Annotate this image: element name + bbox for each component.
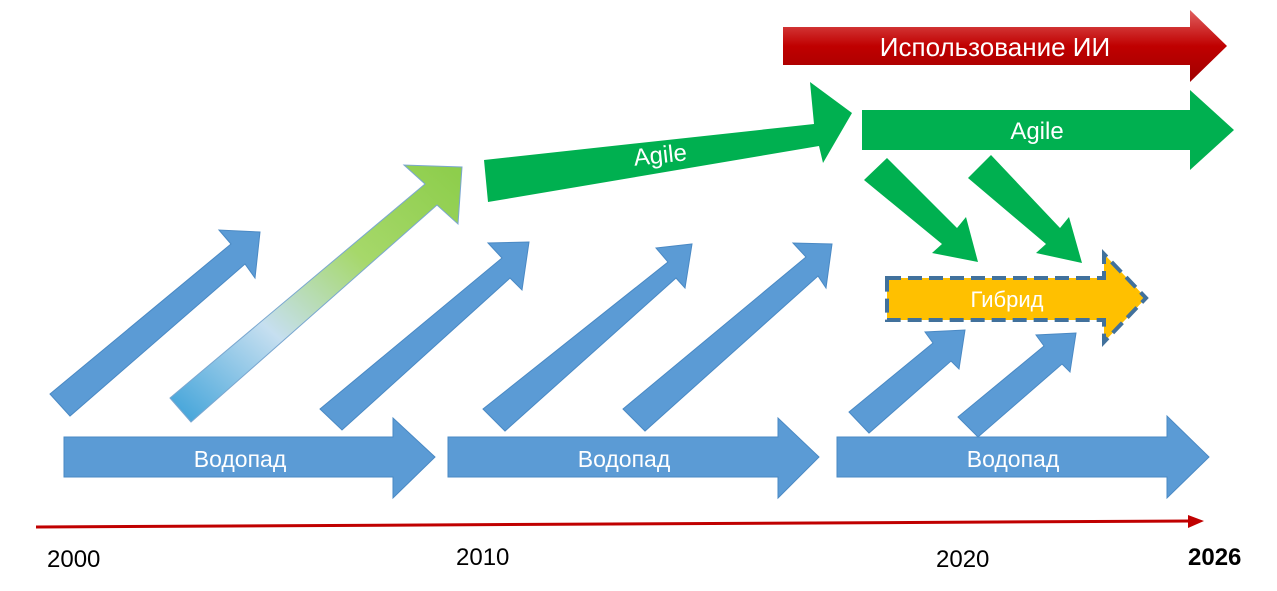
year-label-2000: 2000 — [47, 546, 101, 573]
transition-gradient-arrow — [169, 164, 463, 423]
blue-diagonal-arrow-1 — [49, 229, 261, 417]
green-down-arrow-1 — [864, 158, 978, 262]
year-label-2020: 2020 — [936, 546, 990, 573]
agile-arrow-sloped — [484, 82, 852, 202]
waterfall-arrow-3 — [836, 414, 1210, 500]
blue-diagonal-arrow-6 — [957, 332, 1077, 438]
timeline-arrowhead — [1188, 515, 1204, 528]
waterfall-arrow-1 — [63, 416, 436, 500]
year-label-2010: 2010 — [456, 544, 510, 571]
waterfall-label-1: Водопад — [194, 446, 287, 472]
waterfall-label-3: Водопад — [967, 446, 1060, 472]
agile-label-sloped: Agile — [632, 139, 688, 171]
waterfall-label-2: Водопад — [578, 446, 671, 472]
blue-diagonal-arrow-5 — [848, 329, 966, 434]
agile-label-horizontal: Agile — [1010, 118, 1063, 145]
ai-usage-arrow — [783, 10, 1227, 82]
green-down-arrow-2 — [968, 155, 1082, 263]
waterfall-arrow-2 — [447, 416, 820, 500]
blue-diagonal-arrow-3 — [482, 243, 693, 432]
timeline-axis — [35, 519, 1193, 529]
agile-arrow-horizontal — [862, 90, 1234, 170]
blue-diagonal-arrow-2 — [319, 241, 530, 431]
hybrid-label: Гибрид — [971, 287, 1044, 312]
hybrid-arrow — [885, 249, 1149, 347]
blue-diagonal-arrow-4 — [622, 242, 833, 432]
ai-usage-label: Использование ИИ — [880, 32, 1110, 62]
year-label-2026: 2026 — [1188, 544, 1242, 571]
